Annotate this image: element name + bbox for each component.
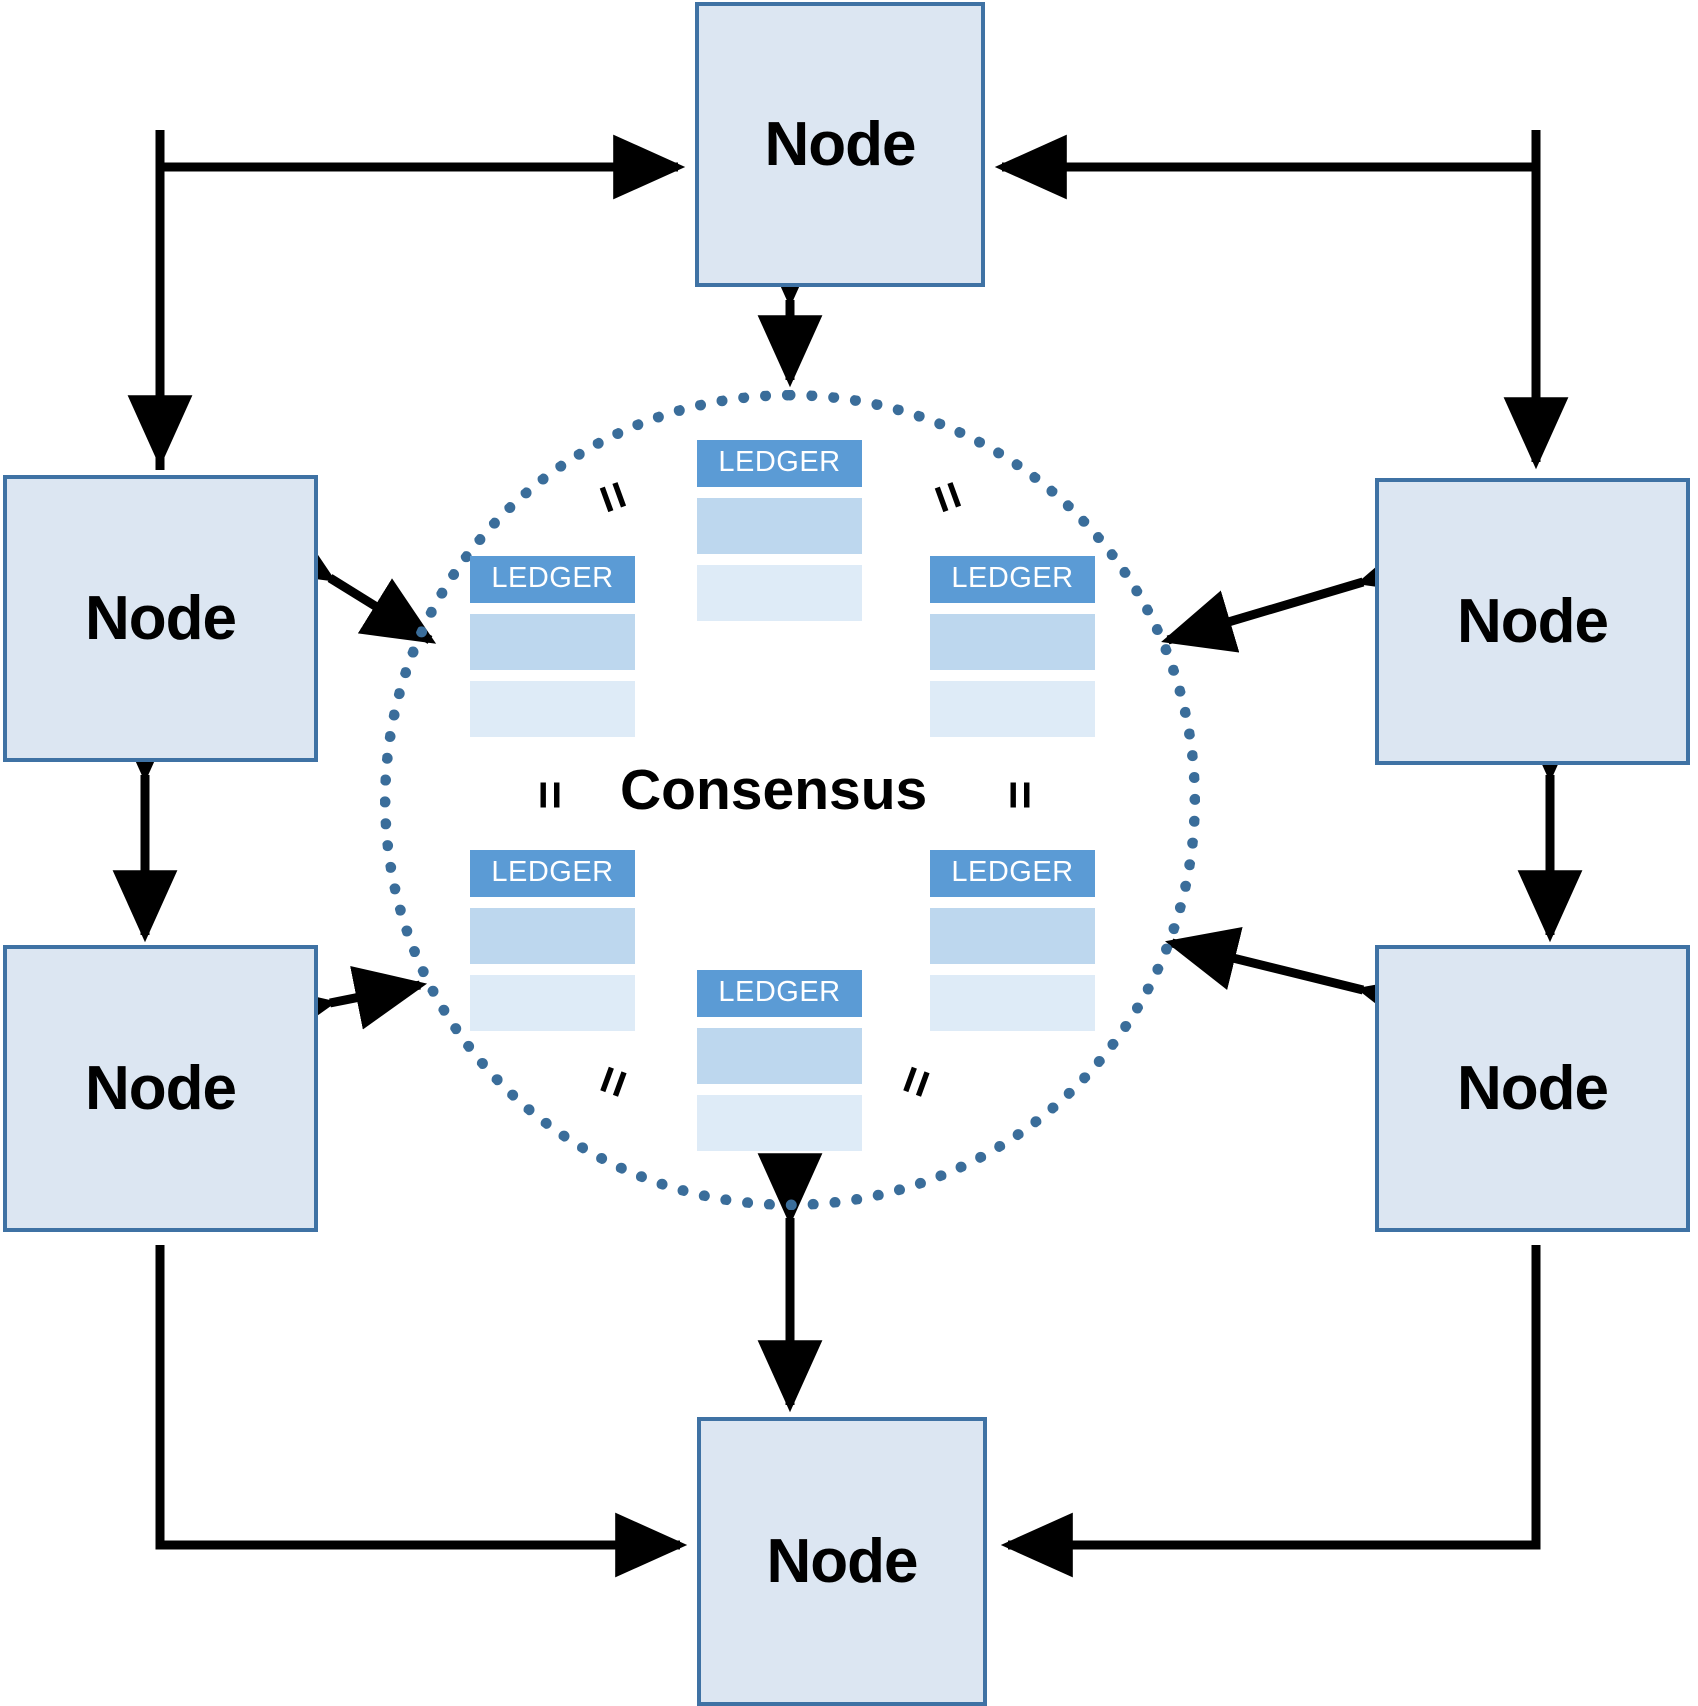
ledger-row-entry [930, 614, 1095, 670]
equals-sign-icon: = [522, 780, 579, 806]
node-box-left-lower[interactable]: Node [3, 945, 318, 1232]
arrow-right-upper-center [1161, 532, 1435, 653]
arrow-bottomleft-elbow [155, 1245, 688, 1578]
node-box-right-lower[interactable]: Node [1375, 945, 1690, 1232]
ledger-row-entry [930, 908, 1095, 964]
equals-sign-icon: = [992, 780, 1049, 806]
ledger-header-label: LEDGER [697, 440, 862, 487]
ledger-row-entry [930, 975, 1095, 1031]
ledger-row-entry [697, 565, 862, 621]
ledger-row-entry [470, 975, 635, 1031]
arrow-bottomright-elbow [1000, 1245, 1541, 1578]
ledger-card-left-lower[interactable]: LEDGER [470, 850, 635, 1031]
node-label: Node [766, 1526, 919, 1596]
ledger-header-label: LEDGER [470, 556, 635, 603]
ledger-header-label: LEDGER [470, 850, 635, 897]
arrow-topright-elbow [994, 130, 1569, 470]
node-label: Node [1457, 1053, 1609, 1123]
node-box-bottom[interactable]: Node [697, 1417, 987, 1706]
ledger-card-right-lower[interactable]: LEDGER [930, 850, 1095, 1031]
ledger-header-label: LEDGER [930, 850, 1095, 897]
ledger-card-bottom[interactable]: LEDGER [697, 970, 862, 1151]
node-box-right-upper[interactable]: Node [1375, 478, 1690, 765]
node-label: Node [1457, 586, 1609, 656]
node-label: Node [85, 583, 237, 653]
ledger-row-entry [470, 908, 635, 964]
arrow-left-lower-center [260, 965, 428, 1048]
ledger-card-left-upper[interactable]: LEDGER [470, 556, 635, 737]
ledger-header-label: LEDGER [930, 556, 1095, 603]
ledger-row-entry [470, 614, 635, 670]
ledger-row-entry [697, 1028, 862, 1084]
arrow-left-upper-center [257, 516, 437, 644]
ledger-header-label: LEDGER [697, 970, 862, 1017]
consensus-boundary-circle [380, 390, 1200, 1210]
node-box-left-upper[interactable]: Node [3, 475, 318, 762]
arrow-right-lower-center [1165, 927, 1434, 1037]
ledger-card-top[interactable]: LEDGER [697, 440, 862, 621]
ledger-card-right-upper[interactable]: LEDGER [930, 556, 1095, 737]
ledger-row-entry [697, 498, 862, 554]
consensus-label: Consensus [620, 758, 928, 822]
arrow-topleft-elbow [127, 130, 686, 470]
node-label: Node [764, 109, 917, 179]
node-label: Node [85, 1053, 237, 1123]
ledger-row-entry [930, 681, 1095, 737]
ledger-row-entry [470, 681, 635, 737]
ledger-row-entry [697, 1095, 862, 1151]
node-box-top[interactable]: Node [695, 2, 985, 287]
